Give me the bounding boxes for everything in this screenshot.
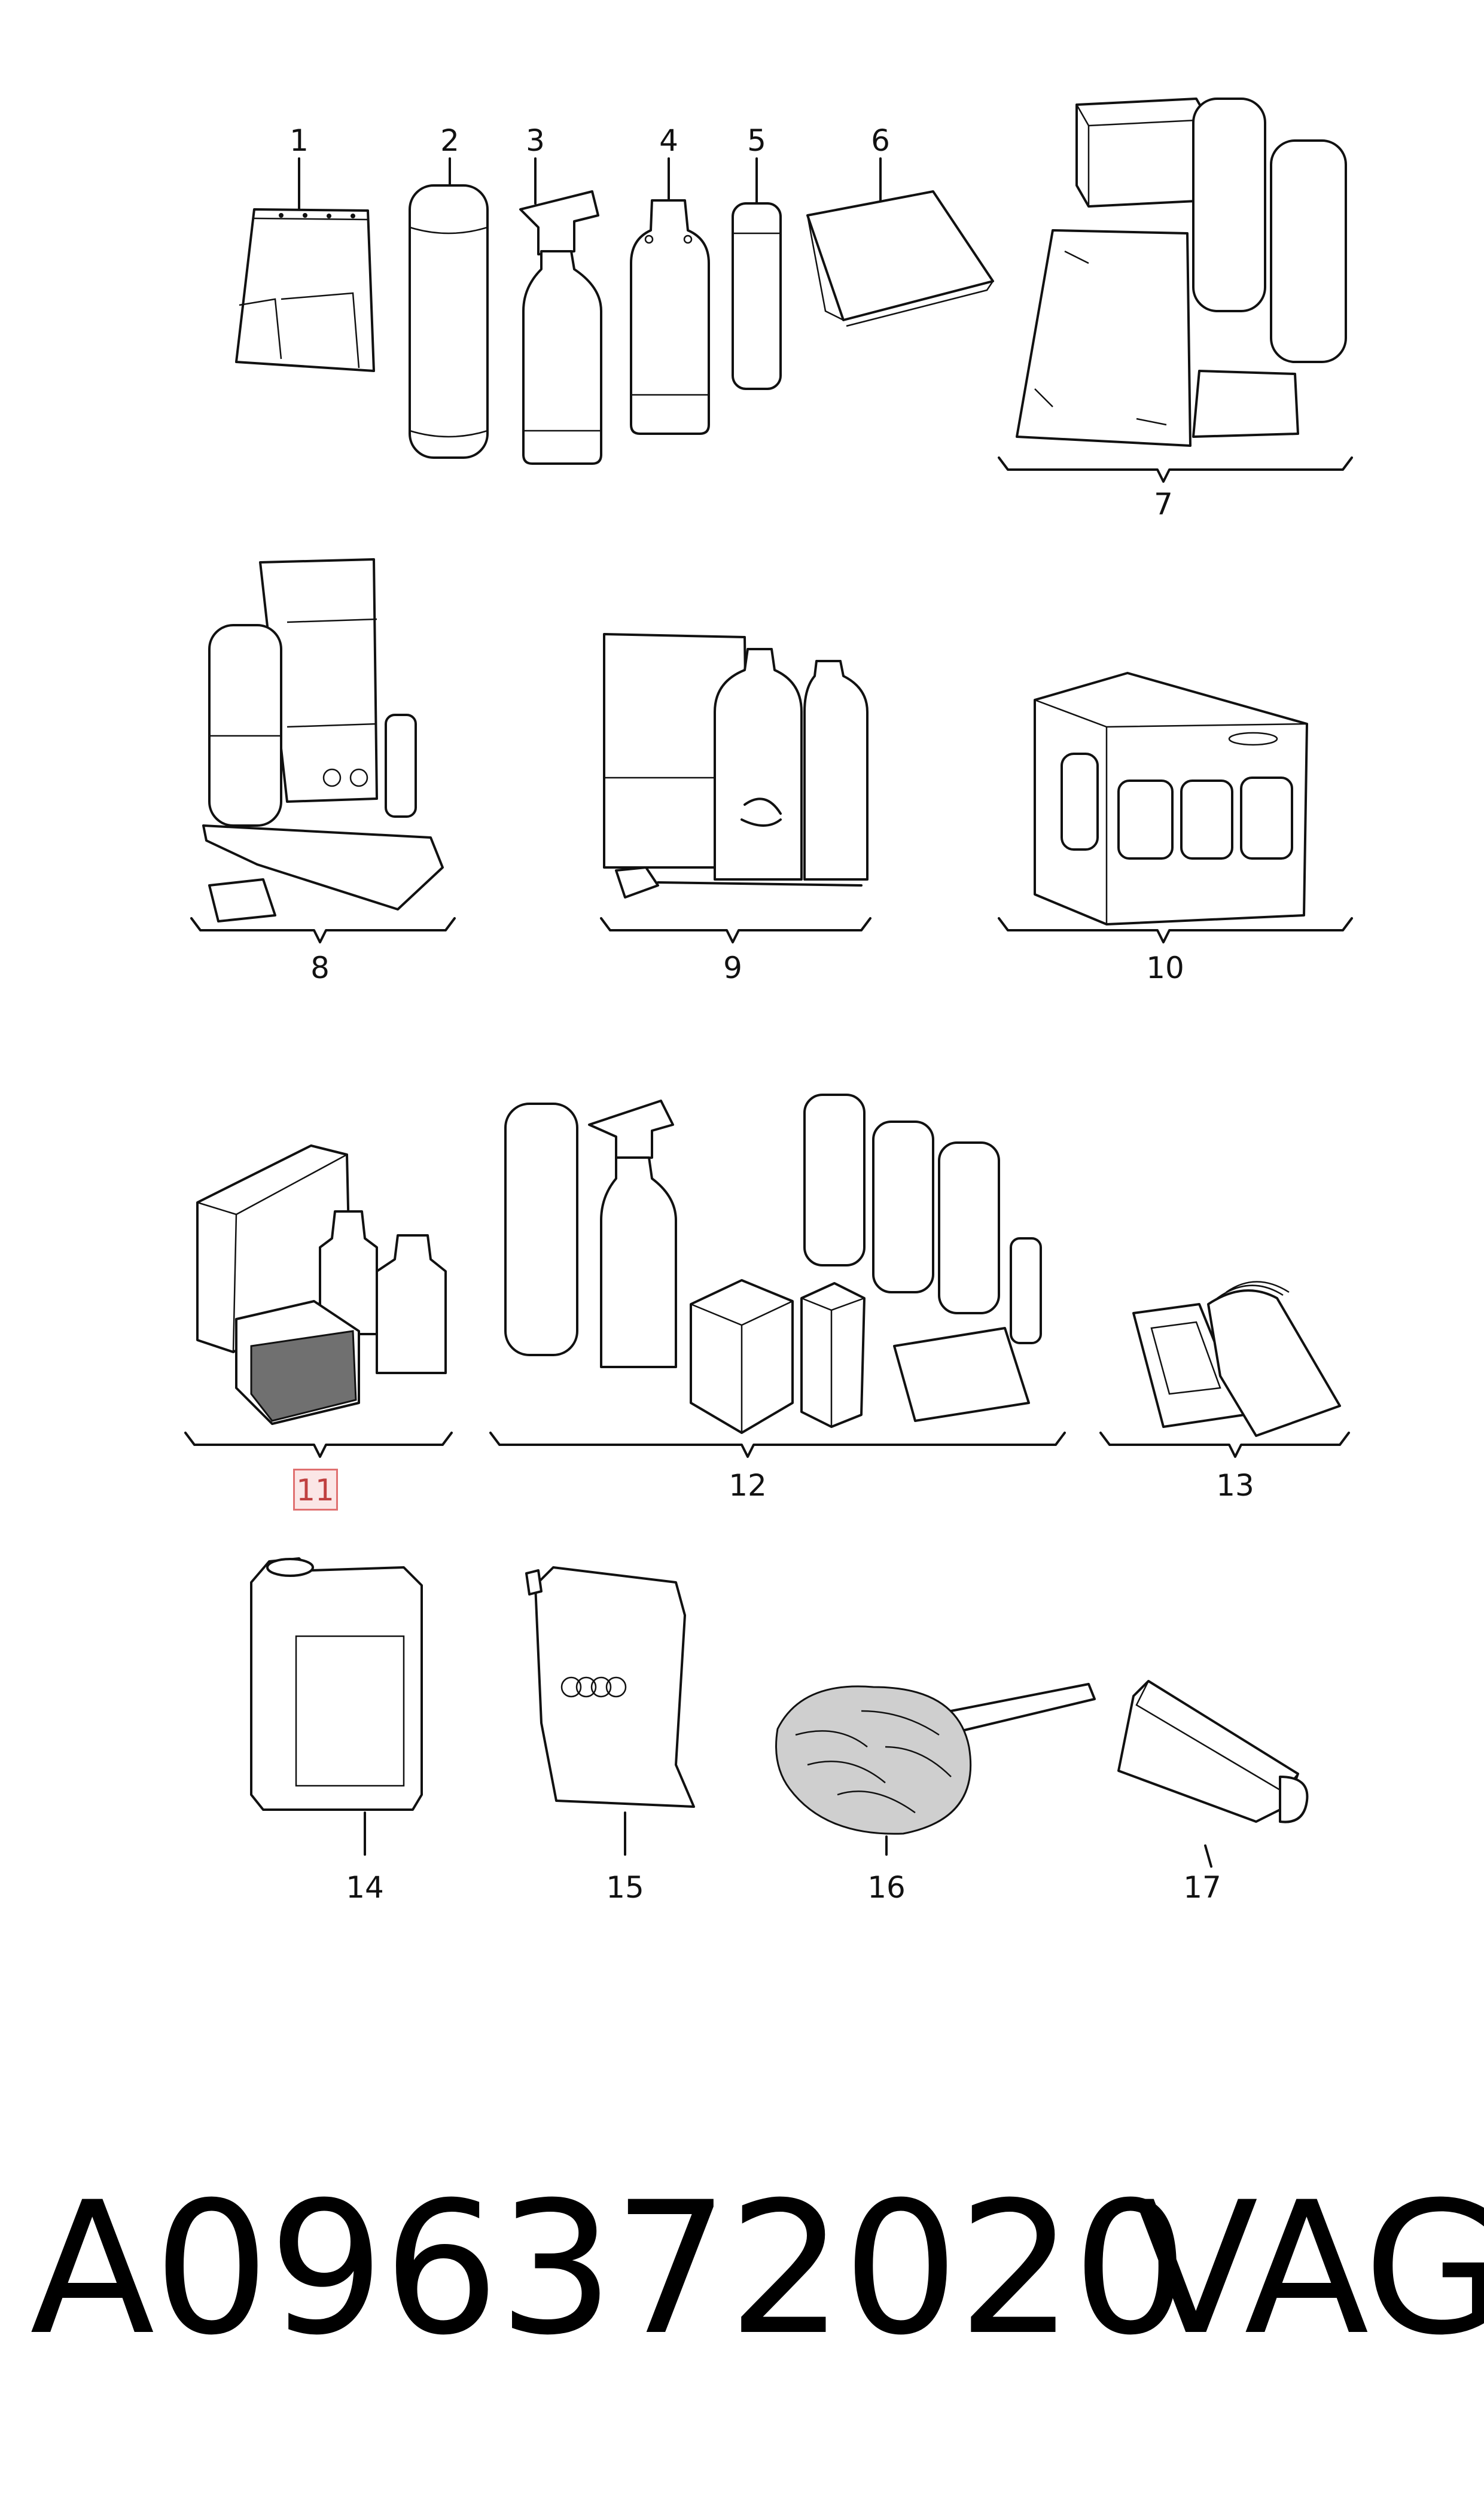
bracket-11 bbox=[184, 1432, 453, 1458]
callout-6[interactable]: 6 bbox=[871, 123, 890, 158]
callout-16[interactable]: 16 bbox=[867, 1870, 906, 1905]
callout-13[interactable]: 13 bbox=[1216, 1468, 1254, 1503]
item-14-canister bbox=[250, 1557, 423, 1811]
part-number: A096372020 bbox=[30, 2163, 1189, 2375]
item-13-wipes bbox=[1132, 1281, 1341, 1437]
callout-17[interactable]: 17 bbox=[1183, 1870, 1221, 1905]
item-6-cloth bbox=[806, 190, 994, 327]
callout-12[interactable]: 12 bbox=[729, 1468, 767, 1503]
bracket-8 bbox=[190, 917, 456, 943]
bracket-10 bbox=[998, 917, 1353, 943]
item-15-pouch bbox=[525, 1566, 695, 1808]
item-16-duster bbox=[775, 1683, 1096, 1835]
callout-7[interactable]: 7 bbox=[1154, 487, 1173, 522]
item-4-bottle bbox=[630, 199, 710, 435]
bracket-12 bbox=[489, 1432, 1066, 1458]
item-2-aerosol-can bbox=[409, 184, 489, 459]
callout-15[interactable]: 15 bbox=[606, 1870, 644, 1905]
callout-8[interactable]: 8 bbox=[310, 951, 330, 985]
callout-9[interactable]: 9 bbox=[723, 951, 742, 985]
item-10-gift-box bbox=[1034, 672, 1308, 925]
callout-11-highlight[interactable] bbox=[293, 1469, 338, 1511]
callout-1[interactable]: 1 bbox=[290, 123, 309, 158]
item-12-kit bbox=[504, 1094, 1042, 1434]
callout-4[interactable]: 4 bbox=[659, 123, 678, 158]
bracket-9 bbox=[600, 917, 871, 943]
brand-label: VAG bbox=[1133, 2163, 1484, 2375]
item-7-kit bbox=[1016, 98, 1347, 447]
callout-3[interactable]: 3 bbox=[526, 123, 545, 158]
item-5-small-can bbox=[732, 202, 782, 390]
item-11-kit bbox=[196, 1144, 447, 1425]
callout-5[interactable]: 5 bbox=[747, 123, 766, 158]
item-17-squeegee bbox=[1117, 1680, 1309, 1823]
callout-2[interactable]: 2 bbox=[440, 123, 459, 158]
item-3-spray-bottle bbox=[519, 190, 602, 465]
leader-17 bbox=[1204, 1844, 1212, 1868]
callout-10[interactable]: 10 bbox=[1146, 951, 1184, 985]
bracket-13 bbox=[1099, 1432, 1350, 1458]
item-8-kit bbox=[202, 558, 444, 922]
bracket-7 bbox=[998, 456, 1353, 483]
item-1-bag-illustration bbox=[235, 208, 375, 372]
callout-14[interactable]: 14 bbox=[346, 1870, 384, 1905]
item-9-kit bbox=[603, 633, 869, 899]
